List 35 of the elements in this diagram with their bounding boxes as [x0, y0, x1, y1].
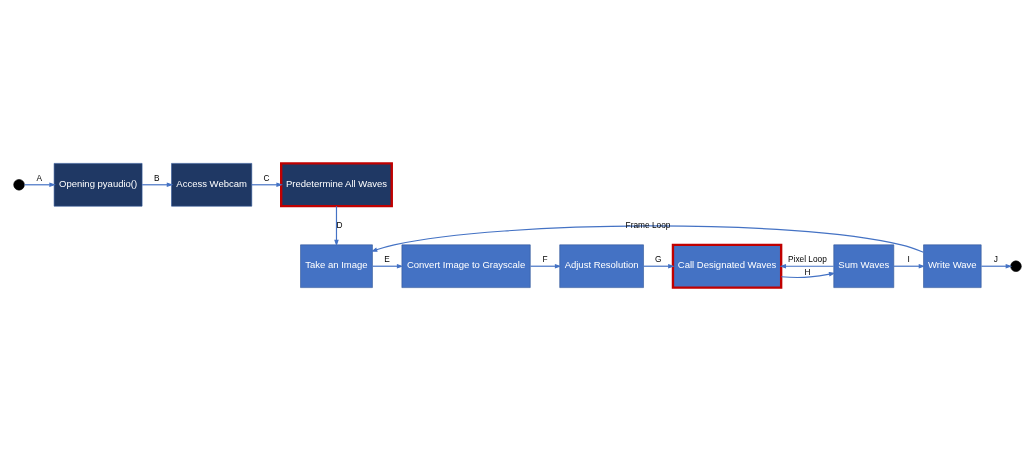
arrow	[778, 263, 834, 269]
node-box: Convert Image to Grayscale	[401, 244, 531, 288]
node-box: Call Designated Waves	[671, 243, 782, 289]
edge-label: C	[262, 172, 269, 183]
edge-label: E	[383, 254, 390, 265]
edge-label: B	[153, 172, 160, 183]
edge-label: H	[803, 266, 810, 277]
arrow	[980, 263, 1012, 269]
node-box: Opening pyaudio()	[53, 163, 142, 207]
arrow	[642, 263, 675, 269]
edge-label: J	[993, 254, 998, 265]
node-box: Write Wave	[922, 244, 981, 288]
edge-label: G	[654, 254, 661, 265]
arrow	[370, 225, 924, 253]
node-box: Adjust Resolution	[558, 244, 644, 288]
arrow	[780, 271, 836, 279]
node-box: Sum Waves	[832, 244, 894, 288]
node-box: Predetermine All Waves	[279, 162, 393, 208]
edge-label: D	[335, 219, 342, 230]
arrow	[333, 205, 339, 247]
arrow	[892, 263, 925, 269]
edge-label: A	[35, 172, 42, 183]
arrow	[23, 182, 56, 188]
edge-label: F	[541, 254, 548, 265]
edge-label: Pixel Loop	[787, 254, 827, 265]
node-box: Access Webcam	[170, 163, 252, 207]
node-circle	[1009, 260, 1022, 272]
arrow	[371, 263, 403, 269]
edge-label: Frame Loop	[625, 219, 670, 230]
node-circle	[12, 179, 25, 191]
arrow	[141, 182, 173, 188]
node-box: Take an Image	[299, 244, 373, 288]
arrow	[529, 263, 561, 269]
arrow	[250, 182, 283, 188]
edge-label: I	[907, 254, 910, 265]
